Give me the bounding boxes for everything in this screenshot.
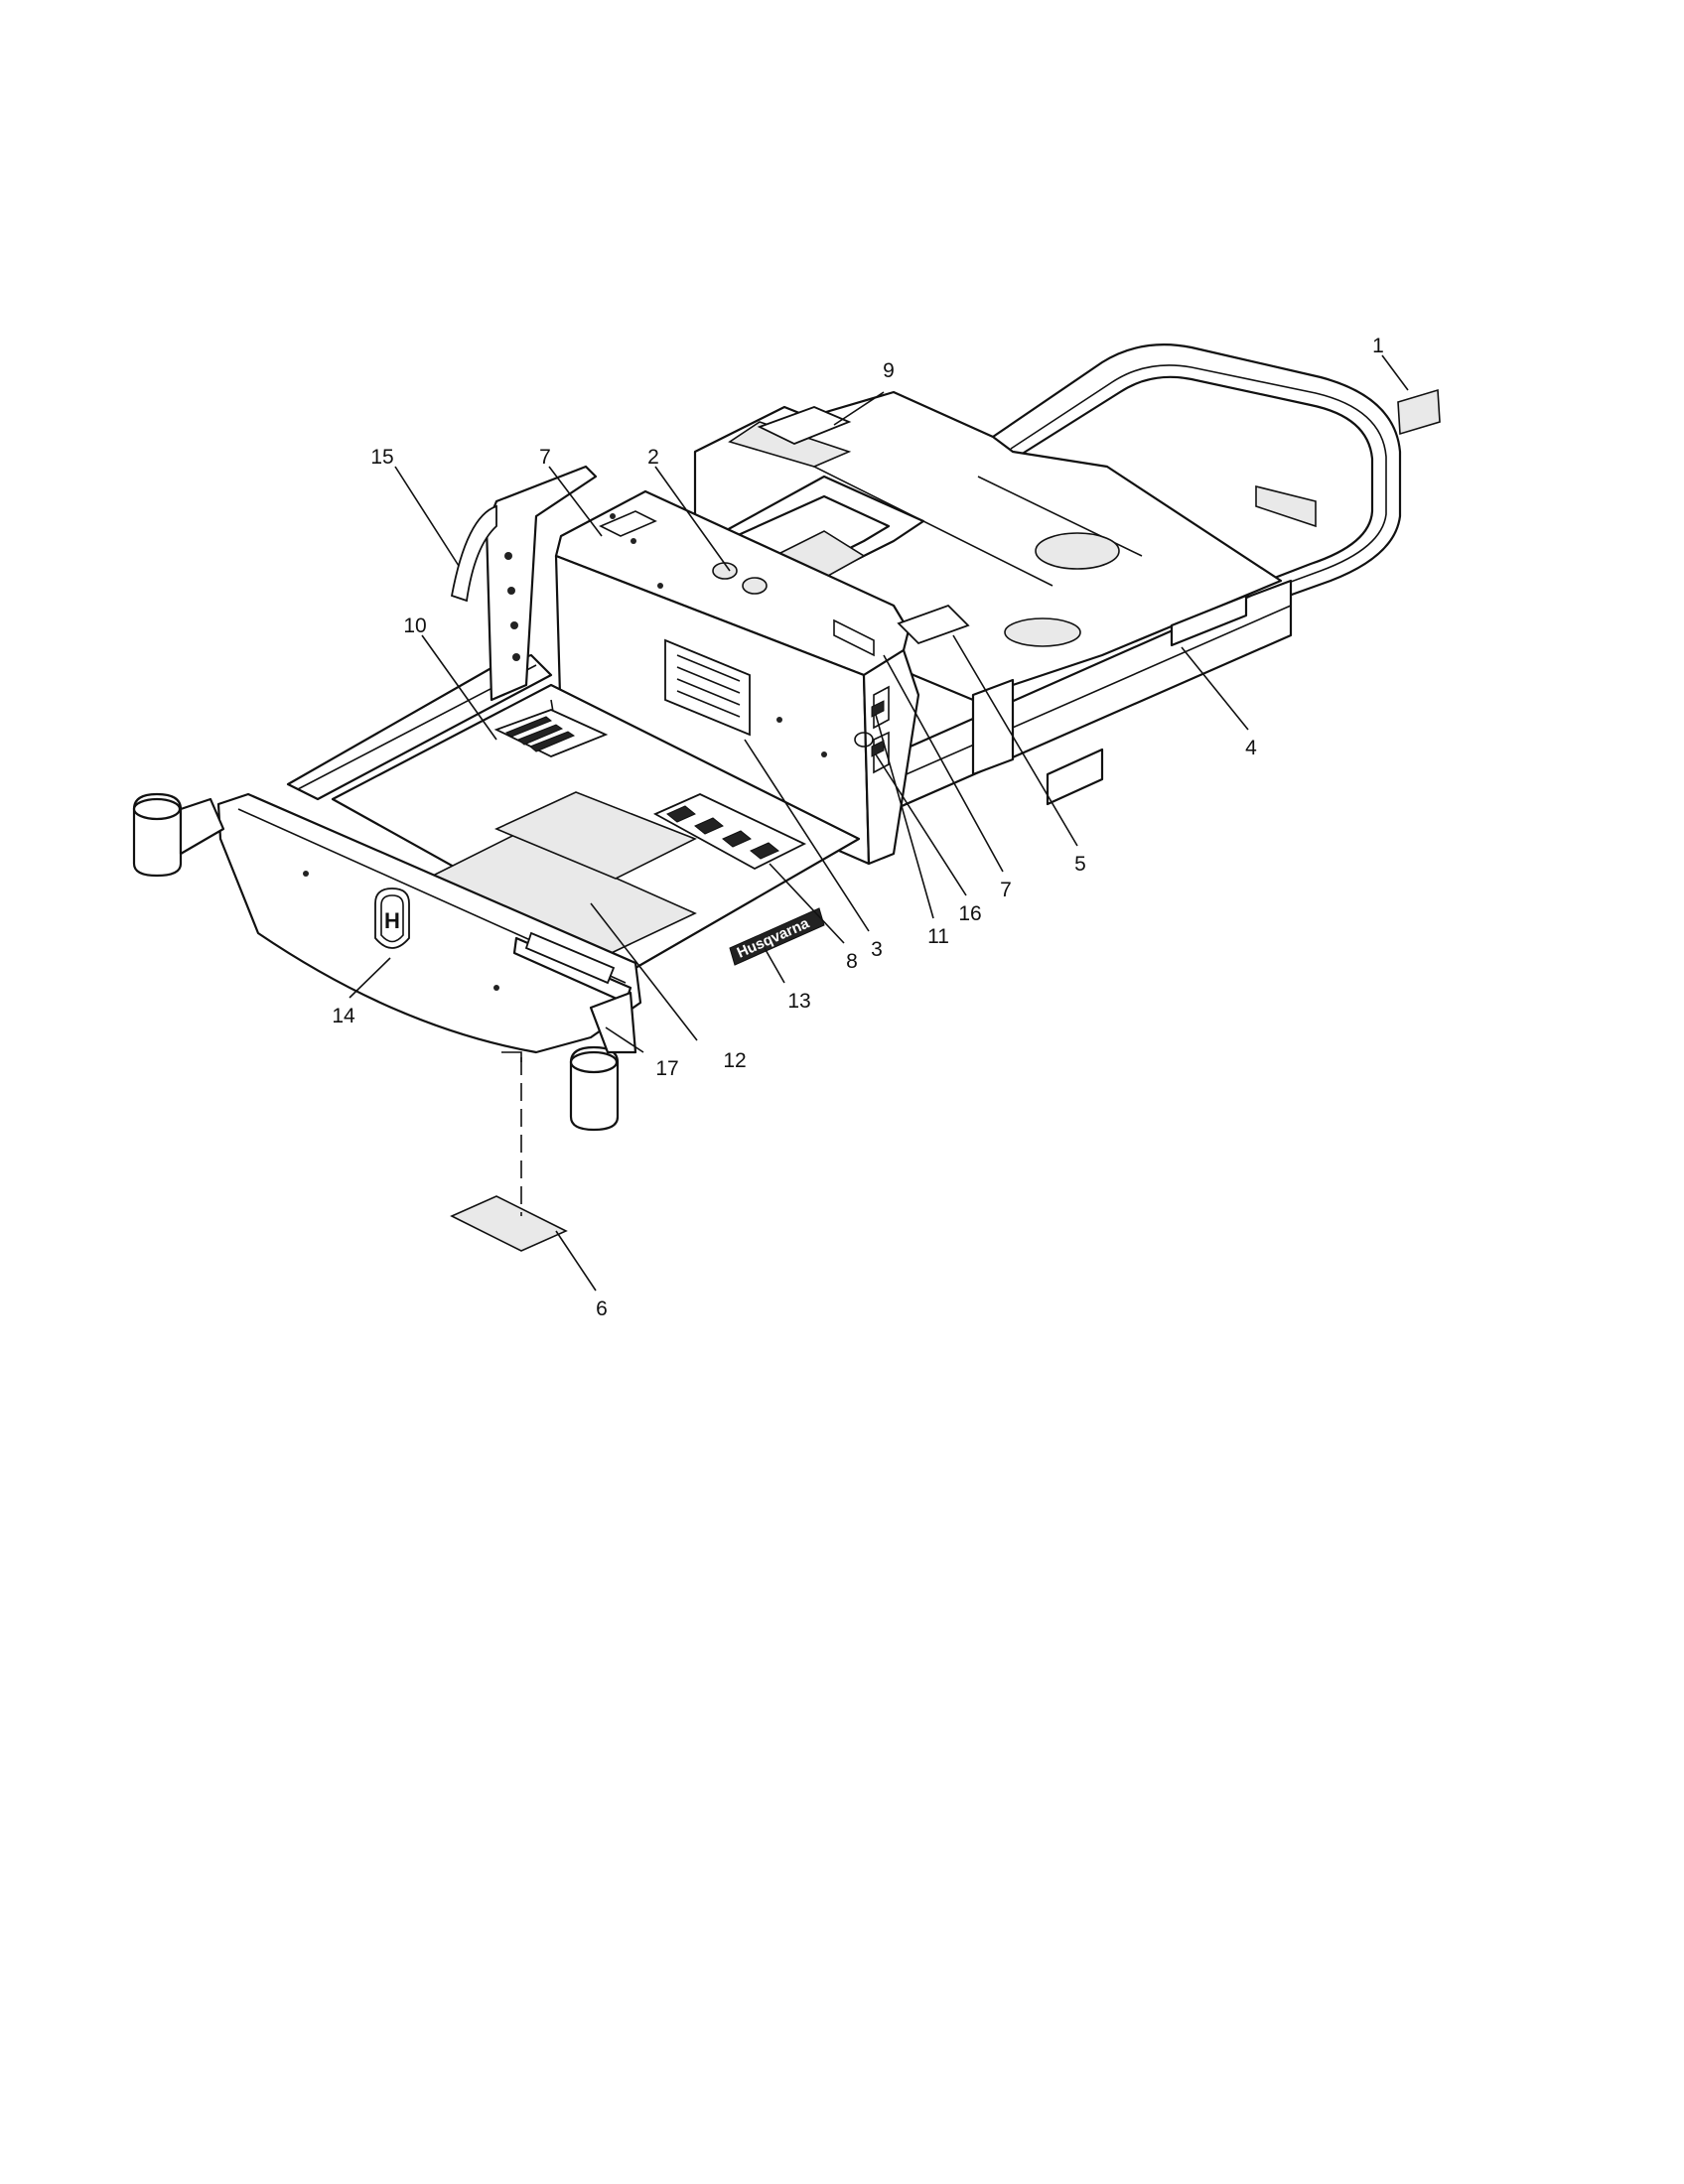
decal-floor-instructions <box>493 709 609 757</box>
callout-3: 3 <box>871 938 883 961</box>
callout-13: 13 <box>787 990 810 1013</box>
emblem-badge: H <box>374 887 410 949</box>
floor-pan <box>331 683 861 970</box>
right-caster <box>569 991 637 1132</box>
decal-brand-name: Husqvarna <box>729 907 825 966</box>
left-caster <box>132 792 225 878</box>
callout-labels: 1 2 3 4 5 6 7 7 8 9 10 11 12 13 14 15 16… <box>332 335 1384 1320</box>
decal-safety-icons <box>652 793 807 871</box>
callout-1: 1 <box>1372 335 1384 357</box>
callout-4: 4 <box>1245 737 1257 759</box>
emblem-letter: H <box>384 908 400 933</box>
callout-7-lower: 7 <box>1000 879 1012 901</box>
callout-12: 12 <box>723 1049 746 1072</box>
callout-15: 15 <box>370 446 393 469</box>
brand-decal-text: Husqvarna <box>735 914 812 961</box>
decal-model-number <box>524 931 616 985</box>
side-panel <box>450 465 598 702</box>
callout-16: 16 <box>958 902 981 925</box>
callout-11: 11 <box>927 925 949 948</box>
decal-upper-right <box>897 604 970 645</box>
callout-9: 9 <box>883 359 895 382</box>
callout-7-upper: 7 <box>539 446 551 469</box>
decal-console-warning <box>664 638 751 737</box>
rear-loop-frame <box>991 343 1402 608</box>
decal-rear-label <box>1397 388 1441 436</box>
callout-14: 14 <box>332 1005 355 1027</box>
callout-10: 10 <box>403 614 426 637</box>
callout-8: 8 <box>846 950 858 973</box>
decal-console-side <box>871 700 885 757</box>
decal-upper-plate <box>757 406 852 445</box>
callout-2: 2 <box>647 446 659 469</box>
callout-6: 6 <box>596 1297 608 1320</box>
callout-5: 5 <box>1074 853 1086 876</box>
decal-loose <box>450 1051 568 1252</box>
leader-lines <box>349 354 1409 1292</box>
callout-17: 17 <box>655 1057 678 1080</box>
